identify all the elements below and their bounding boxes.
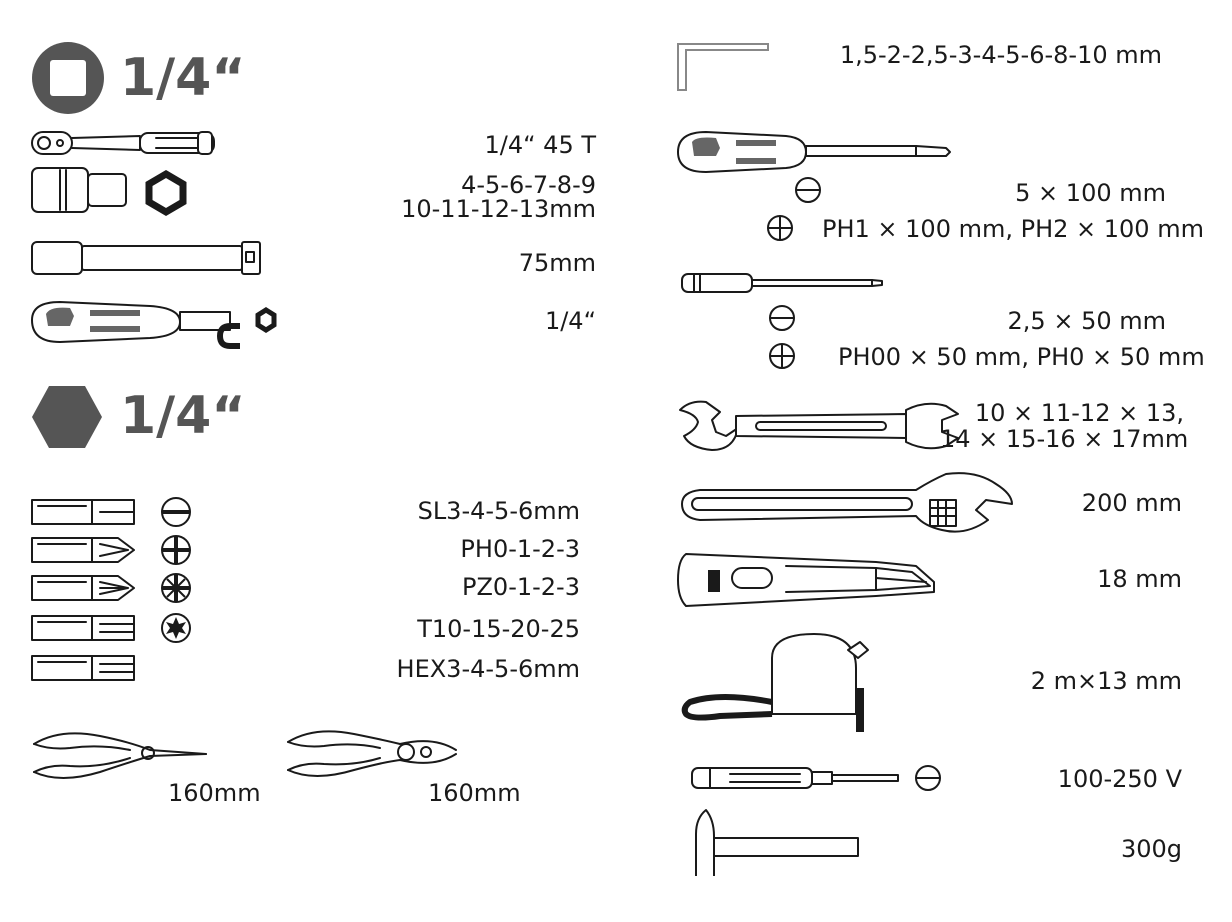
spanners-label-line1: 10 × 11-12 × 13, xyxy=(974,399,1184,427)
bit-label-1: PH0-1-2-3 xyxy=(460,535,580,563)
bit-torx-icon xyxy=(31,613,191,643)
screwdriver-precision-icon xyxy=(681,273,883,293)
bit-label-0: SL3-4-5-6mm xyxy=(417,497,580,525)
spanner-icon xyxy=(679,400,959,451)
extension-label: 75mm xyxy=(518,249,596,277)
screwdriver-precision-phillips-label: PH00 × 50 mm, PH0 × 50 mm xyxy=(838,343,1205,371)
slotted-icon xyxy=(769,305,795,331)
tape-measure-label: 2 m×13 mm xyxy=(1030,667,1182,695)
phillips-icon xyxy=(769,343,795,369)
spanners-label-line2: 14 × 15-16 × 17mm xyxy=(940,425,1189,453)
utility-knife-icon xyxy=(677,553,935,607)
ratchet-icon xyxy=(31,131,215,155)
long-nose-pliers-icon xyxy=(33,732,207,779)
hammer-icon xyxy=(695,809,859,876)
hex-keys-label: 1,5-2-2,5-3-4-5-6-8-10 mm xyxy=(839,41,1162,69)
bit-slotted-icon xyxy=(31,497,191,527)
screwdriver-large-icon xyxy=(677,131,951,173)
tape-measure-icon xyxy=(681,633,869,732)
bit-driver-label: 1/4“ xyxy=(544,307,596,335)
phillips-icon xyxy=(767,215,793,241)
hex-drive-title: 1/4“ xyxy=(120,386,246,446)
bit-label-2: PZ0-1-2-3 xyxy=(462,573,580,601)
hex-key-icon xyxy=(677,43,769,91)
bit-phillips-icon xyxy=(31,535,191,565)
slotted-icon xyxy=(795,177,821,203)
bit-label-3: T10-15-20-25 xyxy=(417,615,580,643)
bit-driver-icon xyxy=(31,301,277,349)
screwdriver-precision-slotted-label: 2,5 × 50 mm xyxy=(1007,307,1166,335)
hammer-label: 300g xyxy=(1120,835,1182,863)
ratchet-label: 1/4“ 45 T xyxy=(484,131,596,159)
bit-pozidriv-icon xyxy=(31,573,191,603)
screwdriver-large-slotted-label: 5 × 100 mm xyxy=(1015,179,1166,207)
bit-label-4: HEX3-4-5-6mm xyxy=(396,655,580,683)
utility-knife-label: 18 mm xyxy=(1097,565,1182,593)
voltage-tester-icon xyxy=(691,765,941,791)
sockets-label-line1: 4-5-6-7-8-9 xyxy=(461,171,596,199)
adjustable-wrench-icon xyxy=(681,472,1013,533)
long-nose-pliers-label: 160mm xyxy=(168,779,261,807)
hex-drive-icon xyxy=(32,386,102,448)
square-drive-title: 1/4“ xyxy=(120,48,246,108)
socket-icon xyxy=(31,167,187,217)
combination-pliers-icon xyxy=(287,730,457,777)
voltage-tester-label: 100-250 V xyxy=(1057,765,1182,793)
screwdriver-large-phillips-label: PH1 × 100 mm, PH2 × 100 mm xyxy=(822,215,1204,243)
sockets-label-line2: 10-11-12-13mm xyxy=(401,195,596,223)
bit-hex-icon xyxy=(31,655,135,681)
square-drive-icon xyxy=(32,42,104,114)
extension-bar-icon xyxy=(31,241,261,275)
adjustable-wrench-label: 200 mm xyxy=(1081,489,1182,517)
combination-pliers-label: 160mm xyxy=(428,779,521,807)
